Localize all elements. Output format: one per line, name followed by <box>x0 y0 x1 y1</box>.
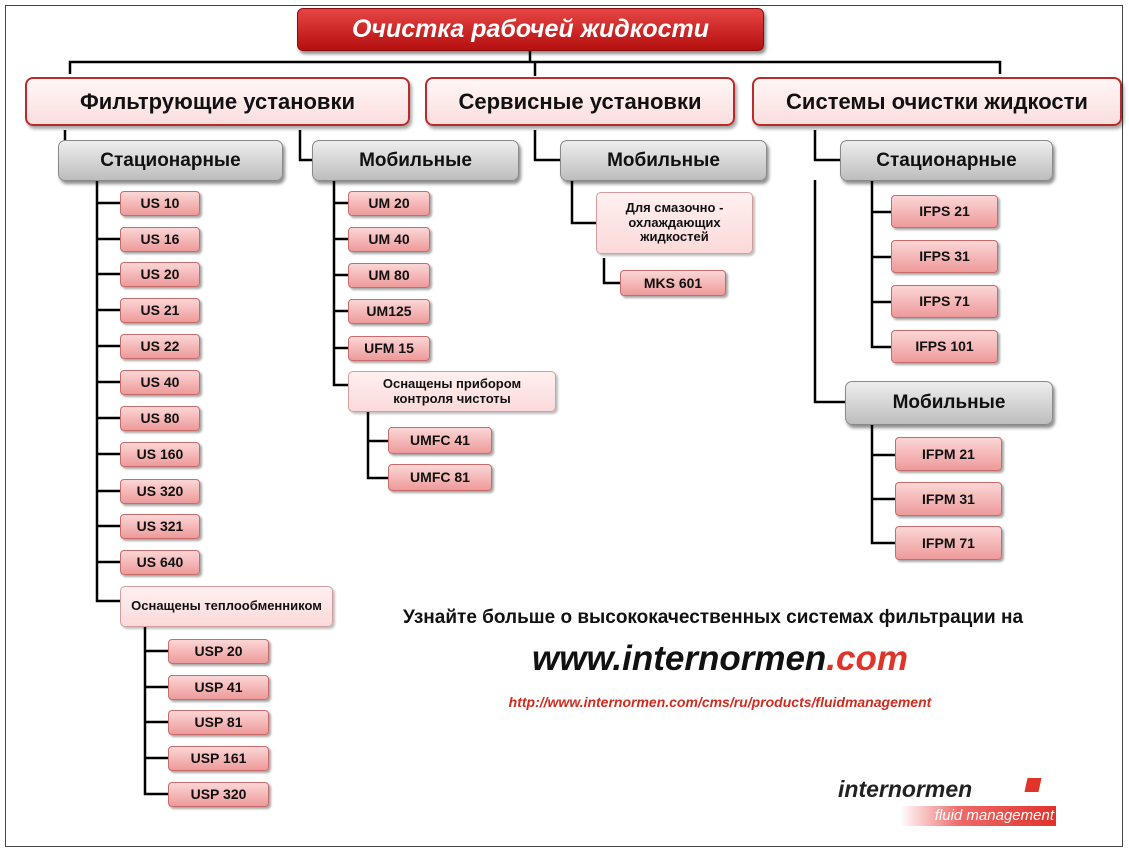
group-filter-mobile: Мобильные <box>312 140 519 181</box>
category-filter-units: Фильтрующие установки <box>25 77 410 126</box>
product-item: US 640 <box>120 550 200 575</box>
products-url-link[interactable]: http://www.internormen.com/cms/ru/produc… <box>508 694 932 710</box>
product-item: US 16 <box>120 227 200 252</box>
product-item: US 10 <box>120 191 200 216</box>
product-item: IFPS 101 <box>891 330 998 363</box>
product-item: UM 80 <box>348 263 430 288</box>
group-systems-mobile: Мобильные <box>845 381 1053 425</box>
product-item: UMFC 81 <box>388 464 492 491</box>
group-service-mobile: Мобильные <box>560 140 767 181</box>
product-item: USP 81 <box>168 710 269 735</box>
product-item: US 160 <box>120 442 200 467</box>
website-link[interactable]: www.internormen.com <box>420 639 1020 679</box>
category-fluid-systems: Системы очистки жидкости <box>752 77 1122 126</box>
logo-band <box>900 806 1056 826</box>
product-item: USP 320 <box>168 782 269 807</box>
category-service-units: Сервисные установки <box>425 77 735 126</box>
promo-text: Узнайте больше о высококачественных сист… <box>402 607 1024 628</box>
logo-square-icon <box>1024 778 1042 792</box>
product-item: IFPS 71 <box>891 285 998 318</box>
diagram-title: Очистка рабочей жидкости <box>297 8 764 51</box>
website-tld: .com <box>826 639 908 678</box>
group-systems-stationary: Стационарные <box>840 140 1053 181</box>
note-heat-exchanger: Оснащены теплообменником <box>120 586 333 627</box>
page-frame <box>5 5 1123 847</box>
product-item: MKS 601 <box>620 270 726 296</box>
product-item: UMFC 41 <box>388 427 492 454</box>
note-coolant-fluids: Для смазочно - охлаждающих жидкостей <box>596 192 753 254</box>
product-item: US 321 <box>120 514 200 539</box>
product-item: USP 20 <box>168 639 269 664</box>
note-cleanliness-monitor: Оснащены прибором контроля чистоты <box>348 371 556 412</box>
logo-name: internormen <box>838 776 973 802</box>
product-item: IFPM 31 <box>895 482 1002 516</box>
product-item: UM 20 <box>348 191 430 216</box>
product-item: US 40 <box>120 370 200 395</box>
product-item: US 22 <box>120 334 200 359</box>
product-item: US 20 <box>120 262 200 287</box>
internormen-logo: internormen fluid management <box>838 776 1058 836</box>
product-item: IFPM 21 <box>895 437 1002 471</box>
product-item: UFM 15 <box>348 336 430 361</box>
product-item: US 320 <box>120 479 200 504</box>
group-filter-stationary: Стационарные <box>58 140 283 181</box>
product-item: IFPS 31 <box>891 240 998 273</box>
logo-tagline: fluid management <box>934 807 1054 824</box>
product-item: US 21 <box>120 298 200 323</box>
website-main: www.internormen <box>532 639 827 678</box>
product-item: UM125 <box>348 299 430 324</box>
product-item: UM 40 <box>348 227 430 252</box>
product-item: IFPS 21 <box>891 195 998 228</box>
product-item: IFPM 71 <box>895 526 1002 560</box>
product-item: USP 161 <box>168 746 269 771</box>
product-item: USP 41 <box>168 675 269 700</box>
product-item: US 80 <box>120 406 200 431</box>
